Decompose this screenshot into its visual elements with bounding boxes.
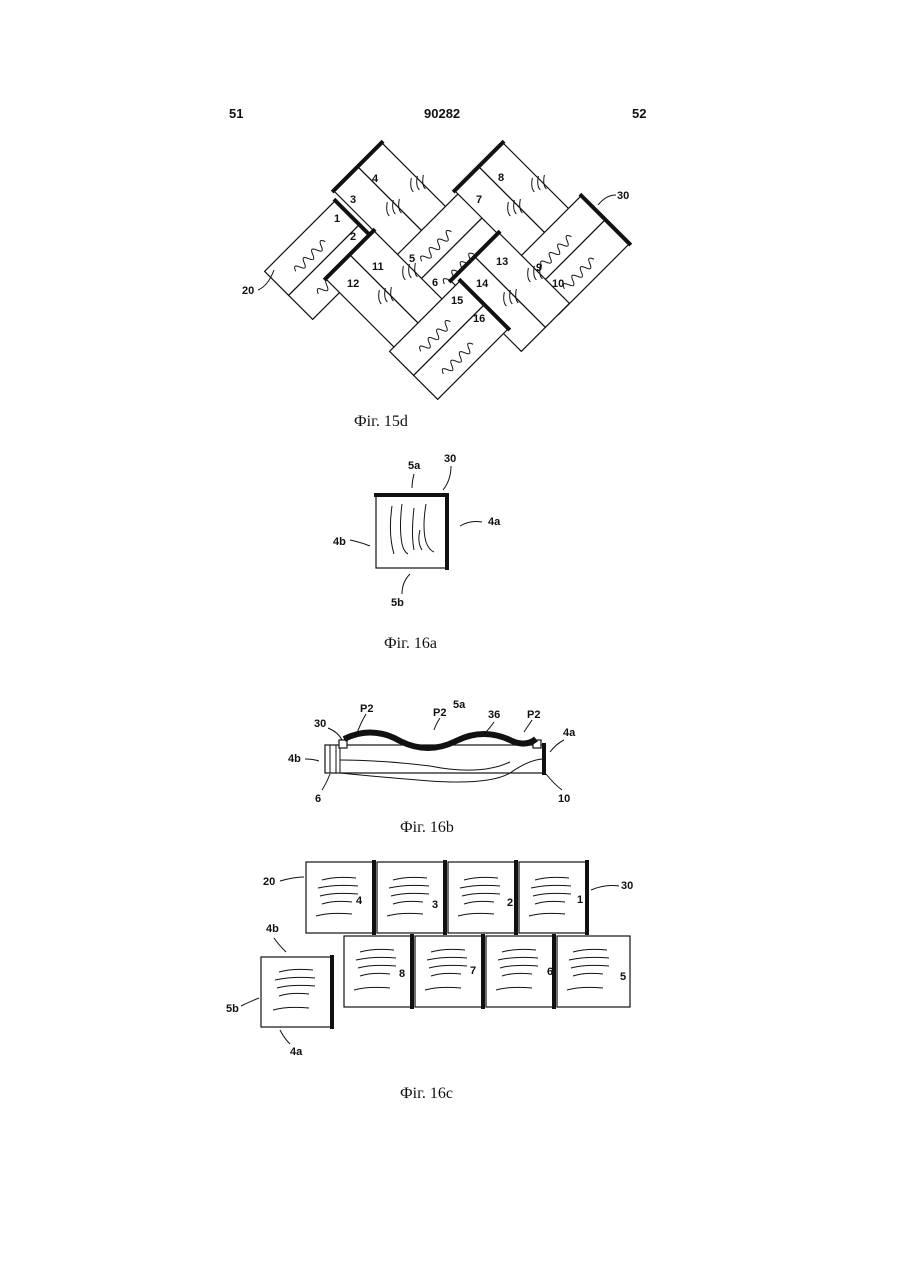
ref-4b-label: 4b bbox=[288, 753, 301, 765]
ref-30-label: 30 bbox=[617, 190, 629, 202]
ref-36-label: 36 bbox=[488, 709, 500, 721]
panel-label-3: 3 bbox=[432, 899, 438, 911]
ref-p2-b-label: P2 bbox=[433, 707, 446, 719]
ref-10-label: 10 bbox=[558, 793, 570, 805]
ref-4a-arrow bbox=[460, 522, 482, 527]
ref-30-leader bbox=[443, 466, 451, 490]
figure-16b-caption: Фіг. 16b bbox=[400, 819, 454, 836]
panel-label-6: 6 bbox=[432, 277, 438, 289]
panel-label-3: 3 bbox=[350, 194, 356, 206]
ref-4a-label: 4a bbox=[563, 727, 576, 739]
figure-15d: 1 2 3 4 5 6 7 8 9 10 11 12 13 14 15 16 2… bbox=[242, 137, 629, 430]
panel-label-4: 4 bbox=[356, 895, 363, 907]
ref-4a-arrow bbox=[550, 740, 564, 752]
figure-16b: 30 P2 P2 5a 36 P2 4a 4b 6 10 Фіг. 16b bbox=[288, 699, 576, 836]
panel-label-8: 8 bbox=[399, 968, 405, 980]
figure-16c-caption: Фіг. 16с bbox=[400, 1085, 453, 1102]
panel-label-2: 2 bbox=[507, 897, 513, 909]
panel-label-16: 16 bbox=[473, 313, 485, 325]
panel-label-8: 8 bbox=[498, 172, 504, 184]
ref-30-label: 30 bbox=[444, 453, 456, 465]
panel-label-1: 1 bbox=[577, 894, 583, 906]
panel-label-5: 5 bbox=[409, 253, 415, 265]
panel-label-12: 12 bbox=[347, 278, 359, 290]
ref-p2-c-label: P2 bbox=[527, 709, 540, 721]
panel-row-bottom bbox=[344, 936, 630, 1007]
ref-5b-label: 5b bbox=[391, 597, 404, 609]
ref-30-label: 30 bbox=[314, 718, 326, 730]
ref-4b-arrow bbox=[274, 938, 286, 952]
figure-16c: 4 3 2 1 8 7 6 5 20 30 4b 5b 4a Фіг. 16с bbox=[226, 862, 633, 1102]
panel-label-6: 6 bbox=[547, 966, 553, 978]
ref-5a-label: 5a bbox=[408, 460, 421, 472]
ref-4b-label: 4b bbox=[266, 923, 279, 935]
ref-4b-arrow bbox=[305, 759, 319, 761]
figure-16a-caption: Фіг. 16а bbox=[384, 635, 437, 652]
ref-4a-label: 4a bbox=[290, 1046, 303, 1058]
ref-30-leader bbox=[598, 195, 616, 205]
panel-label-10: 10 bbox=[552, 278, 564, 290]
figure-15d-caption: Фіг. 15d bbox=[354, 413, 408, 430]
ref-5a-arrow bbox=[412, 474, 414, 488]
panel-row-top bbox=[306, 862, 587, 933]
panel-label-7: 7 bbox=[476, 194, 482, 206]
ref-30-label: 30 bbox=[621, 880, 633, 892]
ref-5a-label: 5a bbox=[453, 699, 466, 711]
ref-20-label: 20 bbox=[242, 285, 254, 297]
panel-label-2: 2 bbox=[350, 231, 356, 243]
panel-label-11: 11 bbox=[372, 261, 384, 273]
single-panel bbox=[261, 957, 332, 1027]
ref-5b-arrow bbox=[241, 998, 259, 1006]
panel-label-1: 1 bbox=[334, 213, 340, 225]
single-panel bbox=[376, 495, 447, 568]
ref-4a-label: 4a bbox=[488, 516, 501, 528]
ref-30-leader bbox=[328, 728, 342, 740]
ref-5b-label: 5b bbox=[226, 1003, 239, 1015]
panel-label-7: 7 bbox=[470, 965, 476, 977]
ref-p2-a-label: P2 bbox=[360, 703, 373, 715]
ref-20-label: 20 bbox=[263, 876, 275, 888]
panel-label-5: 5 bbox=[620, 971, 626, 983]
ref-4b-arrow bbox=[350, 540, 370, 546]
panel-label-4: 4 bbox=[372, 173, 379, 185]
figure-16a: 5a 30 4a 4b 5b Фіг. 16а bbox=[333, 453, 501, 652]
panel-label-15: 15 bbox=[451, 295, 463, 307]
panel-label-14: 14 bbox=[476, 278, 489, 290]
ref-6-label: 6 bbox=[315, 793, 321, 805]
panel-label-9: 9 bbox=[536, 262, 542, 274]
ref-5b-arrow bbox=[402, 574, 410, 594]
ref-4b-label: 4b bbox=[333, 536, 346, 548]
panel-label-13: 13 bbox=[496, 256, 508, 268]
ref-4a-arrow bbox=[280, 1030, 290, 1044]
